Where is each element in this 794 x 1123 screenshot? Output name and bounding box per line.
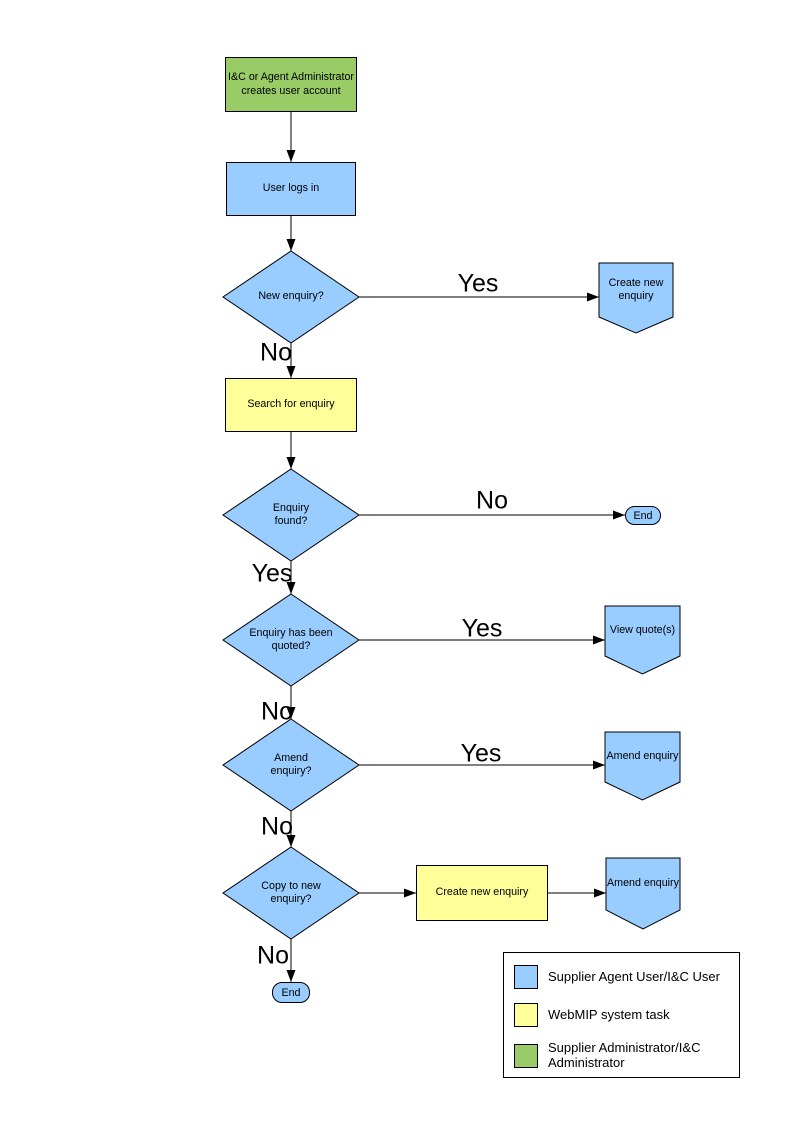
node-search-for-enquiry: Search for enquiry (225, 378, 357, 432)
legend: Supplier Agent User/I&C User WebMIP syst… (503, 952, 740, 1078)
decision-copy-to-new (222, 846, 360, 940)
edge-label-copy-to-new-no: No (257, 941, 289, 970)
decision-enquiry-found (222, 468, 360, 562)
legend-swatch-admin-task (514, 1043, 538, 1068)
terminator-end-not-found: End (625, 506, 661, 525)
node-create-account: I&C or Agent Administrator creates user … (225, 57, 357, 112)
terminator-end-final: End (272, 982, 310, 1003)
edge-label-enquiry-quoted-no: No (261, 697, 293, 726)
legend-swatch-system-task (514, 1003, 538, 1027)
edge-label-amend-enquiry-yes: Yes (460, 739, 502, 768)
legend-item-user-task: Supplier Agent User/I&C User (514, 965, 731, 989)
node-create-new-enquiry-task: Create new enquiry (416, 865, 548, 921)
legend-label-admin-task: Supplier Administrator/I&C Administrator (548, 1040, 701, 1070)
banner-amend-enquiry-2 (605, 857, 681, 930)
edge-label-enquiry-quoted-yes: Yes (461, 614, 503, 643)
legend-label-system-task: WebMIP system task (548, 1006, 670, 1022)
decision-new-enquiry (222, 250, 360, 344)
decision-amend-enquiry (222, 718, 360, 812)
edge-label-amend-enquiry-no: No (261, 812, 293, 841)
legend-item-admin-task: Supplier Administrator/I&C Administrator (514, 1040, 731, 1071)
node-user-logs-in: User logs in (226, 162, 356, 216)
banner-amend-enquiry (604, 731, 681, 801)
banner-create-new-enquiry (598, 262, 674, 334)
decision-enquiry-quoted (222, 593, 360, 687)
banner-view-quotes (604, 605, 681, 675)
edge-label-new-enquiry-no: No (260, 338, 292, 367)
legend-item-system-task: WebMIP system task (514, 1003, 731, 1027)
legend-label-user-task: Supplier Agent User/I&C User (548, 968, 720, 984)
legend-swatch-user-task (514, 965, 538, 989)
edge-label-enquiry-found-yes: Yes (251, 559, 293, 588)
edge-label-enquiry-found-no: No (476, 486, 508, 515)
edge-label-new-enquiry-yes: Yes (457, 269, 499, 298)
